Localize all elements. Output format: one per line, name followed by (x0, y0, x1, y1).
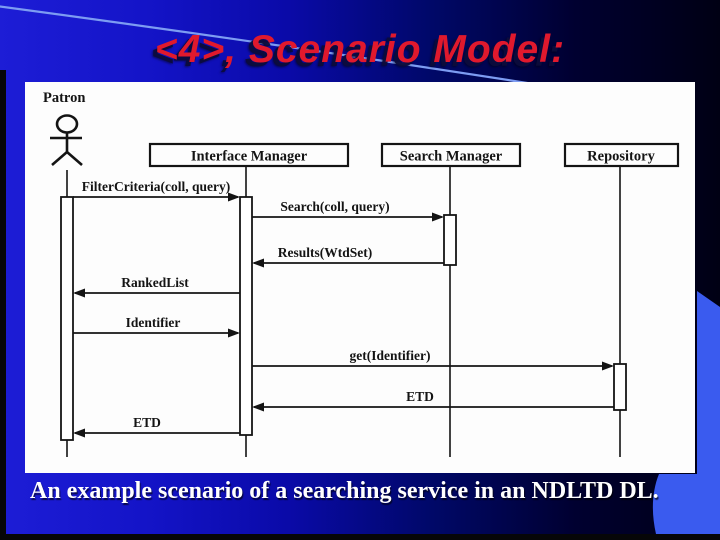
arrowhead-icon (252, 402, 264, 412)
message-label-identifier: Identifier (126, 315, 181, 330)
actor-patron: Patron (43, 90, 85, 166)
diagram-panel: Patron Interface Manager (25, 82, 695, 473)
arrowhead-icon (432, 212, 444, 222)
left-border-strip (0, 70, 6, 534)
message-get-identifier: get(Identifier) (252, 348, 614, 371)
bottom-border-strip (0, 534, 720, 540)
arrowhead-icon (228, 192, 240, 202)
message-label-get-identifier: get(Identifier) (350, 348, 431, 363)
arrowhead-icon (252, 258, 264, 268)
arrowhead-icon (228, 328, 240, 338)
object-box-repository: Repository (563, 142, 680, 168)
message-label-etd-repository: ETD (406, 389, 434, 404)
message-label-filtercriteria: FilterCriteria(coll, query) (82, 179, 230, 194)
message-results: Results(WtdSet) (252, 245, 444, 268)
activation-bar-interface-manager (239, 196, 253, 436)
arrowhead-icon (73, 288, 85, 298)
object-label-repository: Repository (587, 149, 655, 165)
caption: An example scenario of a searching servi… (30, 478, 659, 504)
message-filtercriteria: FilterCriteria(coll, query) (73, 179, 240, 202)
message-search: Search(coll, query) (252, 199, 444, 222)
activation-bar-search-manager (443, 214, 457, 266)
arrowhead-icon (73, 428, 85, 438)
message-rankedlist: RankedList (73, 275, 240, 298)
message-etd-patron: ETD (73, 415, 240, 438)
activation-bar-patron (60, 196, 74, 441)
activation-bar-repository (613, 363, 627, 411)
message-identifier: Identifier (73, 315, 240, 338)
stick-figure-icon (50, 114, 83, 166)
object-label-search-manager: Search Manager (400, 149, 503, 165)
object-label-interface-manager: Interface Manager (191, 149, 308, 165)
actor-patron-label: Patron (43, 90, 85, 106)
arrowhead-icon (602, 361, 614, 371)
sequence-diagram: Patron Interface Manager (43, 90, 680, 457)
message-label-results: Results(WtdSet) (278, 245, 373, 260)
message-label-etd-patron: ETD (133, 415, 161, 430)
message-label-search: Search(coll, query) (280, 199, 389, 214)
object-box-search-manager: Search Manager (380, 142, 522, 168)
slide-title: <4>, Scenario Model: (154, 28, 566, 71)
message-label-rankedlist: RankedList (121, 275, 189, 290)
message-etd-repository: ETD (252, 389, 614, 412)
object-box-interface-manager: Interface Manager (148, 142, 350, 168)
